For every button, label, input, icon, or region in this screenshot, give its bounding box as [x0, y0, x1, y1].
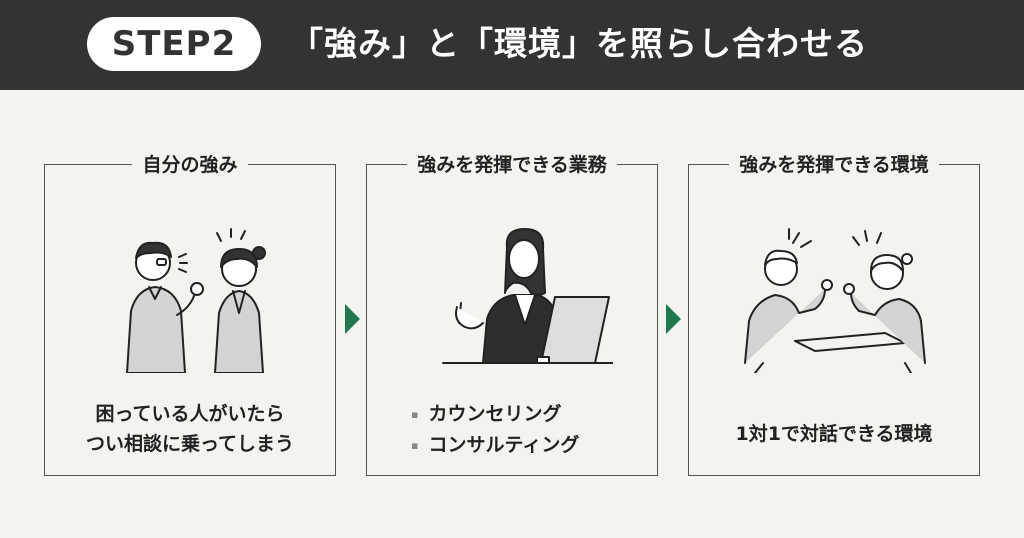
task-item: コンサルティング: [411, 430, 579, 461]
two-people-talking-icon: [126, 228, 266, 373]
card-tasks: 強みを発揮できる業務 カウンセリング コンサルティング: [366, 154, 658, 476]
card-environment: 強みを発揮できる環境 1対1で対話できる環境: [688, 154, 980, 476]
card-strength: 自分の強み 困っている人がいたら つい相談に乗ってしまう: [44, 154, 336, 476]
page-title: 「強み」と「環境」を照らし合わせる: [290, 24, 868, 63]
header-bar: STEP2 「強み」と「環境」を照らし合わせる: [0, 0, 1024, 90]
strength-line: 困っている人がいたら: [95, 403, 285, 425]
strength-line: つい相談に乗ってしまう: [85, 433, 295, 455]
card-title: 強みを発揮できる業務: [407, 154, 617, 176]
card-title: 強みを発揮できる環境: [729, 154, 939, 176]
next-arrow-icon: [666, 304, 681, 334]
woman-at-laptop-icon: [442, 228, 613, 364]
card-title: 自分の強み: [132, 154, 248, 176]
next-arrow-icon: [345, 304, 360, 334]
step-badge: STEP2: [87, 17, 261, 71]
two-people-at-table-icon: [744, 228, 926, 373]
task-item: カウンセリング: [411, 399, 579, 430]
environment-line: 1対1で対話できる環境: [735, 423, 933, 445]
